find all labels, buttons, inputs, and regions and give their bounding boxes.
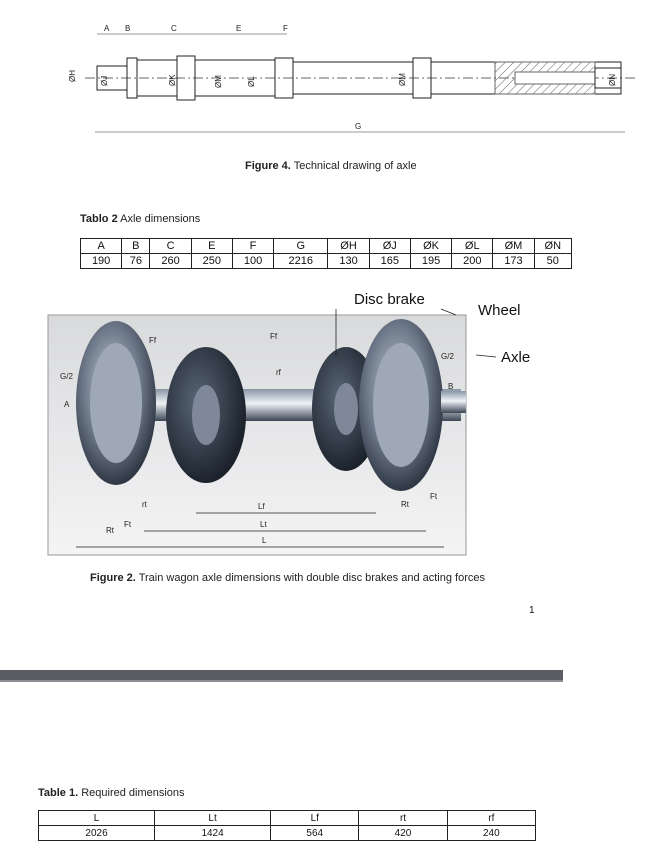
label-g2-right: G/2 <box>441 352 454 361</box>
label-b: B <box>448 382 453 391</box>
label-lf: Lf <box>258 502 265 511</box>
dim-label-k: ØK <box>168 74 177 86</box>
label-rf: rf <box>276 368 282 377</box>
label-l: L <box>262 536 267 545</box>
label-g2-left: G/2 <box>60 372 73 381</box>
dim-label-b: B <box>125 24 130 33</box>
wheel-callout: Wheel <box>478 302 521 319</box>
axle-callout: Axle <box>501 349 530 366</box>
axle-technical-drawing: A B C E F G ØH ØJ ØK ØM ØL ØM ØN <box>68 24 635 133</box>
label-rt: rt <box>142 500 148 509</box>
label-rt-right: Rt <box>401 500 410 509</box>
page-separator-shadow <box>0 680 563 682</box>
label-a: A <box>64 400 70 409</box>
dim-label-c: C <box>171 24 177 33</box>
dim-label-m1: ØM <box>214 75 223 88</box>
dim-label-e: E <box>236 24 241 33</box>
table-header-row: L Lt Lf rt rf <box>37 810 537 826</box>
figure4-caption: Figure 4. Technical drawing of axle <box>245 160 417 172</box>
dim-label-l: ØL <box>247 76 256 87</box>
page-number: 1 <box>529 605 535 616</box>
label-ft-left: Ft <box>124 520 132 529</box>
table2-caption: Tablo 2 Axle dimensions <box>80 213 201 225</box>
dim-label-f: F <box>283 24 288 33</box>
dim-label-g: G <box>355 122 361 131</box>
page-separator <box>0 670 563 680</box>
force-label-ff-left: Ff <box>149 336 157 345</box>
wheelset-figure: Disc brake Wheel Axle Ff Ff G/2 G/2 A B … <box>47 291 530 556</box>
required-dimensions-table: L Lt Lf rt rf 2026 1424 564 420 240 <box>37 810 537 841</box>
dim-label-n: ØN <box>608 74 617 86</box>
dim-label-a: A <box>104 24 110 33</box>
table-row: 2026 1424 564 420 240 <box>37 825 537 841</box>
label-rt-left: Rt <box>106 526 115 535</box>
axle-dimensions-table: A B C E F G ØH ØJ ØK ØL ØM ØN 190 76 260… <box>79 238 573 269</box>
dim-label-m2: ØM <box>398 73 407 86</box>
dim-label-h: ØH <box>68 70 77 82</box>
disc-brake-callout: Disc brake <box>354 291 425 308</box>
label-ft-right: Ft <box>430 492 438 501</box>
label-lt: Lt <box>260 520 267 529</box>
table-row: 190 76 260 250 100 2216 130 165 195 200 … <box>79 253 573 269</box>
table1-caption: Table 1. Required dimensions <box>38 787 185 799</box>
figure2-caption: Figure 2. Train wagon axle dimensions wi… <box>90 572 485 584</box>
force-label-ff-right: Ff <box>270 332 278 341</box>
dim-label-j: ØJ <box>100 76 109 86</box>
table-header-row: A B C E F G ØH ØJ ØK ØL ØM ØN <box>79 238 573 254</box>
